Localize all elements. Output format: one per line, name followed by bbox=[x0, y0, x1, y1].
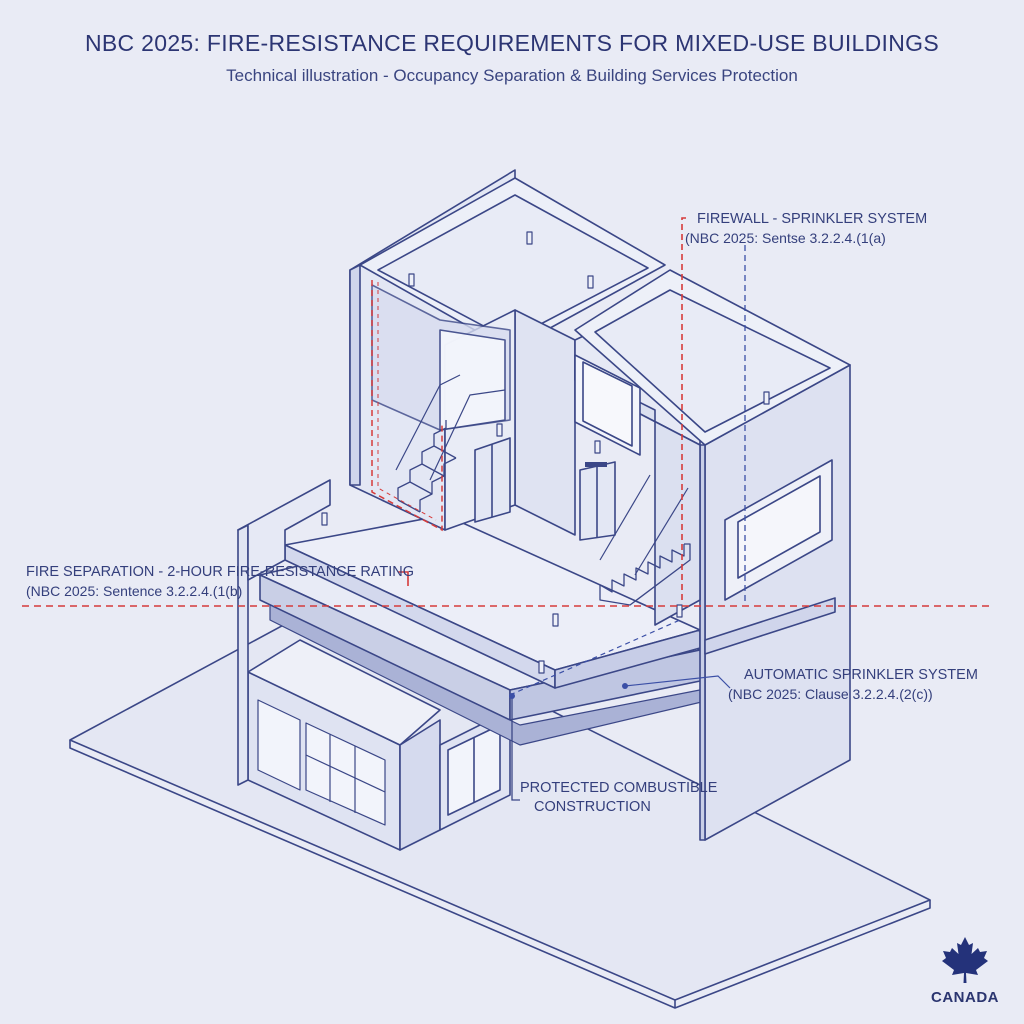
firewall-label-reference: (NBC 2025: Sentse 3.2.2.4.(1(a) bbox=[685, 230, 886, 246]
maple-leaf-icon bbox=[942, 937, 988, 983]
page-subtitle: Technical illustration - Occupancy Separ… bbox=[226, 66, 798, 85]
fire-separation-label: FIRE SEPARATION - 2-HOUR FIRE-RESISTANCE… bbox=[26, 563, 414, 601]
firewall-enclosure bbox=[371, 280, 443, 532]
combustible-label: PROTECTED COMBUSTIBLE CONSTRUCTION bbox=[520, 779, 717, 817]
sprinkler-label-title: AUTOMATIC SPRINKLER SYSTEM bbox=[744, 667, 978, 683]
firewall-leader bbox=[681, 217, 690, 600]
sprinkler-heads bbox=[321, 231, 770, 674]
storefront-windows bbox=[257, 699, 386, 826]
fire-separation-label-reference: (NBC 2025: Sentence 3.2.2.4.(1(b) bbox=[26, 583, 243, 599]
country-name: CANADA bbox=[931, 989, 999, 1006]
left-staircase bbox=[395, 374, 506, 513]
firewall-label: FIREWALL - SPRINKLER SYSTEM (NBC 2025: S… bbox=[685, 210, 928, 248]
right-staircase bbox=[599, 474, 691, 606]
combustible-label-line2: CONSTRUCTION bbox=[534, 799, 651, 815]
fire-separation-label-title: FIRE SEPARATION - 2-HOUR FIRE-RESISTANCE… bbox=[26, 564, 415, 580]
sprinkler-label-reference: (NBC 2025: Clause 3.2.2.4.(2(c)) bbox=[728, 686, 933, 702]
firewall-label-title: FIREWALL - SPRINKLER SYSTEM bbox=[697, 211, 928, 227]
combustible-label-line1: PROTECTED COMBUSTIBLE bbox=[520, 780, 718, 796]
sprinkler-label: AUTOMATIC SPRINKLER SYSTEM (NBC 2025: Cl… bbox=[728, 666, 978, 704]
page-title: NBC 2025: FIRE-RESISTANCE REQUIREMENTS F… bbox=[85, 30, 939, 56]
canada-branding: CANADA bbox=[922, 936, 1008, 1006]
